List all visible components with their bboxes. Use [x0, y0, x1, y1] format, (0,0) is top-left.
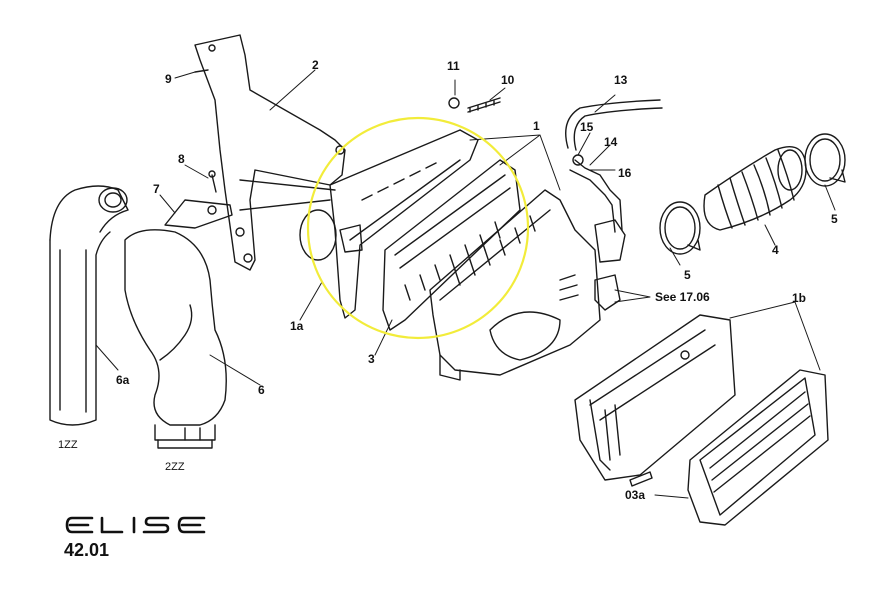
callout-6: 6: [258, 383, 265, 397]
highlight-circle: [306, 116, 530, 340]
callout-3: 3: [368, 352, 375, 366]
callout-15: 15: [580, 120, 594, 134]
intake-pipe-1zz: [49, 185, 129, 426]
clip-03a: [629, 471, 653, 487]
callout-6a: 6a: [116, 373, 130, 387]
callout-5-right: 5: [831, 212, 838, 226]
mass-air-flow-sensor: [594, 219, 626, 311]
intake-duct-2zz: [124, 229, 227, 449]
screw-8: [208, 170, 217, 193]
mounting-bracket-2: [194, 34, 346, 271]
callout-1b: 1b: [792, 291, 807, 305]
callout-4: 4: [772, 243, 779, 257]
bracket-7: [164, 199, 233, 229]
callout-9: 9: [165, 72, 172, 86]
callout-2zz: 2ZZ: [165, 461, 185, 473]
air-cleaner-lid: [299, 129, 479, 319]
callout-1: 1: [533, 119, 540, 133]
breather-hose-13: [565, 99, 663, 151]
filter-box-1b: [574, 314, 736, 481]
callout-1a: 1a: [290, 319, 304, 333]
filter-panel-03a: [687, 369, 829, 526]
page-number: 42.01: [64, 540, 110, 560]
washer-11: [448, 97, 460, 109]
callout-1zz: 1ZZ: [58, 439, 78, 451]
bolt-10: [467, 97, 501, 113]
callout-2: 2: [312, 58, 319, 72]
callout-see-17-06: See 17.06: [655, 290, 710, 304]
callout-13: 13: [614, 73, 628, 87]
bellows-hose-4: [703, 146, 807, 231]
callout-16: 16: [618, 166, 632, 180]
leader-lines: [95, 69, 836, 499]
callout-7: 7: [153, 182, 160, 196]
screw-9: [194, 69, 209, 73]
callout-8: 8: [178, 152, 185, 166]
callout-14: 14: [604, 135, 618, 149]
callout-10: 10: [501, 73, 515, 87]
elise-logo: [65, 516, 206, 534]
callout-11: 11: [447, 59, 460, 73]
hose-clip-5-left: [659, 201, 701, 255]
callout-03a: 03a: [625, 488, 646, 502]
callout-5-left: 5: [684, 268, 691, 282]
hose-clip-5-right: [804, 133, 846, 187]
air-cleaner-lower-housing: [429, 189, 601, 381]
filter-element-3: [382, 159, 521, 331]
